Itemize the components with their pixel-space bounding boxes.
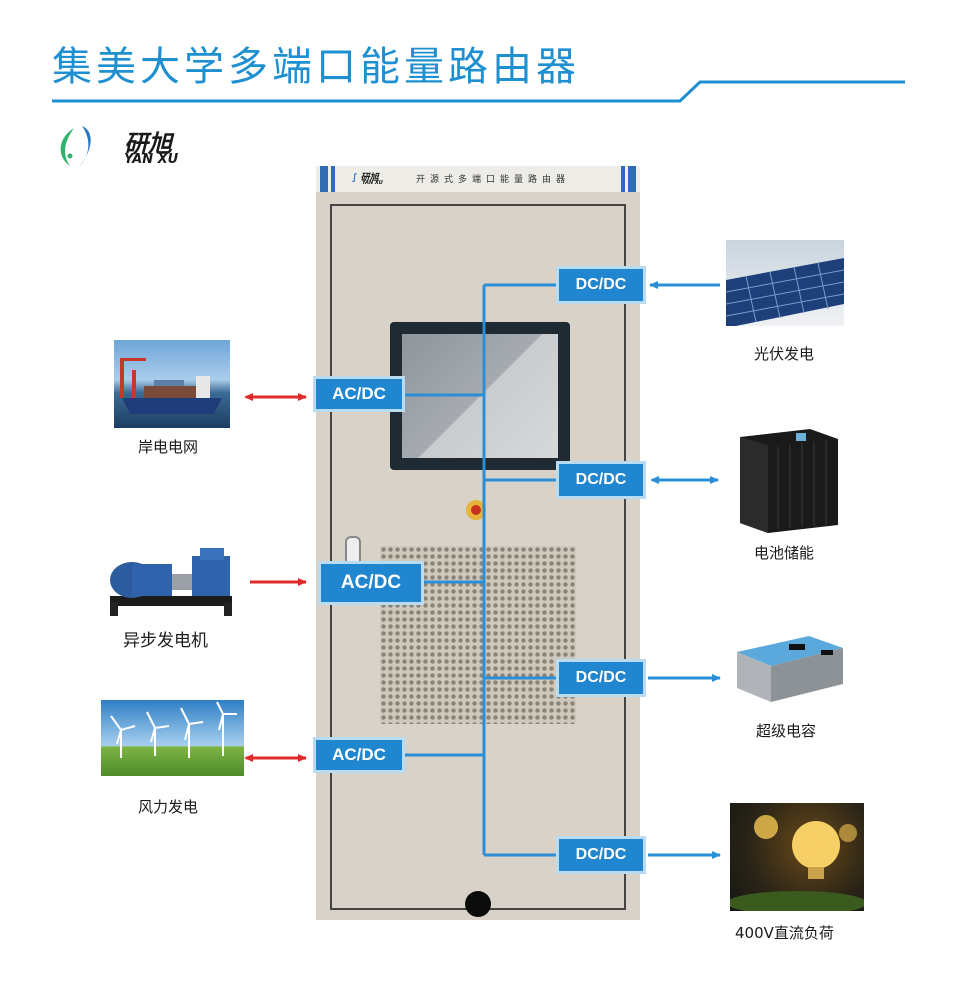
wind-power-label: 风力发电	[138, 798, 199, 816]
dc-load-image	[730, 803, 864, 911]
header-stripe	[621, 166, 625, 192]
cabinet-label: 开源式多端口能量路由器	[416, 175, 571, 185]
shore-power-image	[114, 340, 230, 428]
cabinet-header: ∫ 研旭 YAN XU 开源式多端口能量路由器	[316, 166, 640, 192]
wind-turbine-icon	[110, 701, 237, 758]
converter-dcdc-supercap[interactable]: DC/DC	[556, 659, 646, 697]
cabinet-brand-en: YAN XU	[362, 180, 383, 186]
supercapacitor-icon	[737, 636, 843, 702]
brand-logo: 研旭 YAN XU	[52, 122, 202, 174]
photovoltaic-image	[726, 240, 844, 326]
page-title: 集美大学多端口能量路由器	[52, 44, 580, 90]
screen-display	[402, 334, 558, 458]
generator-icon	[110, 548, 232, 616]
converter-acdc-shore[interactable]: AC/DC	[313, 376, 405, 412]
solar-panel-icon	[726, 258, 844, 326]
wind-power-image	[101, 700, 244, 776]
async-generator-label: 异步发电机	[123, 631, 208, 651]
cabinet-bolt	[465, 891, 491, 917]
converter-dcdc-battery[interactable]: DC/DC	[556, 461, 646, 499]
converter-acdc-wind[interactable]: AC/DC	[313, 737, 405, 773]
converter-dcdc-pv[interactable]: DC/DC	[556, 266, 646, 304]
supercapacitor-label: 超级电容	[756, 722, 817, 740]
async-generator-image	[104, 546, 238, 618]
header-stripe	[331, 166, 335, 192]
supercapacitor-image	[733, 630, 845, 704]
shore-power-label: 岸电电网	[138, 438, 199, 456]
dc-load-label: 400V直流负荷	[735, 924, 834, 942]
cabinet-logo: ∫ 研旭 YAN XU	[352, 173, 383, 186]
header-stripe	[628, 166, 636, 192]
photovoltaic-label: 光伏发电	[754, 345, 815, 363]
ship-icon	[120, 358, 222, 414]
cabinet-brand-cn: 研旭	[360, 173, 379, 183]
touch-screen[interactable]	[390, 322, 570, 470]
brand-name-cn: 研旭	[124, 129, 172, 158]
battery-storage-image	[730, 425, 840, 535]
emergency-stop-button[interactable]	[466, 500, 486, 520]
converter-dcdc-load[interactable]: DC/DC	[556, 836, 646, 874]
brand-name-en: YAN XU	[124, 152, 179, 167]
converter-acdc-generator[interactable]: AC/DC	[318, 561, 424, 605]
brand-swoosh-icon	[60, 126, 91, 168]
battery-cabinet-icon	[740, 429, 838, 533]
battery-storage-label: 电池储能	[754, 544, 815, 562]
light-bulb-icon	[730, 815, 864, 911]
header-stripe	[320, 166, 328, 192]
